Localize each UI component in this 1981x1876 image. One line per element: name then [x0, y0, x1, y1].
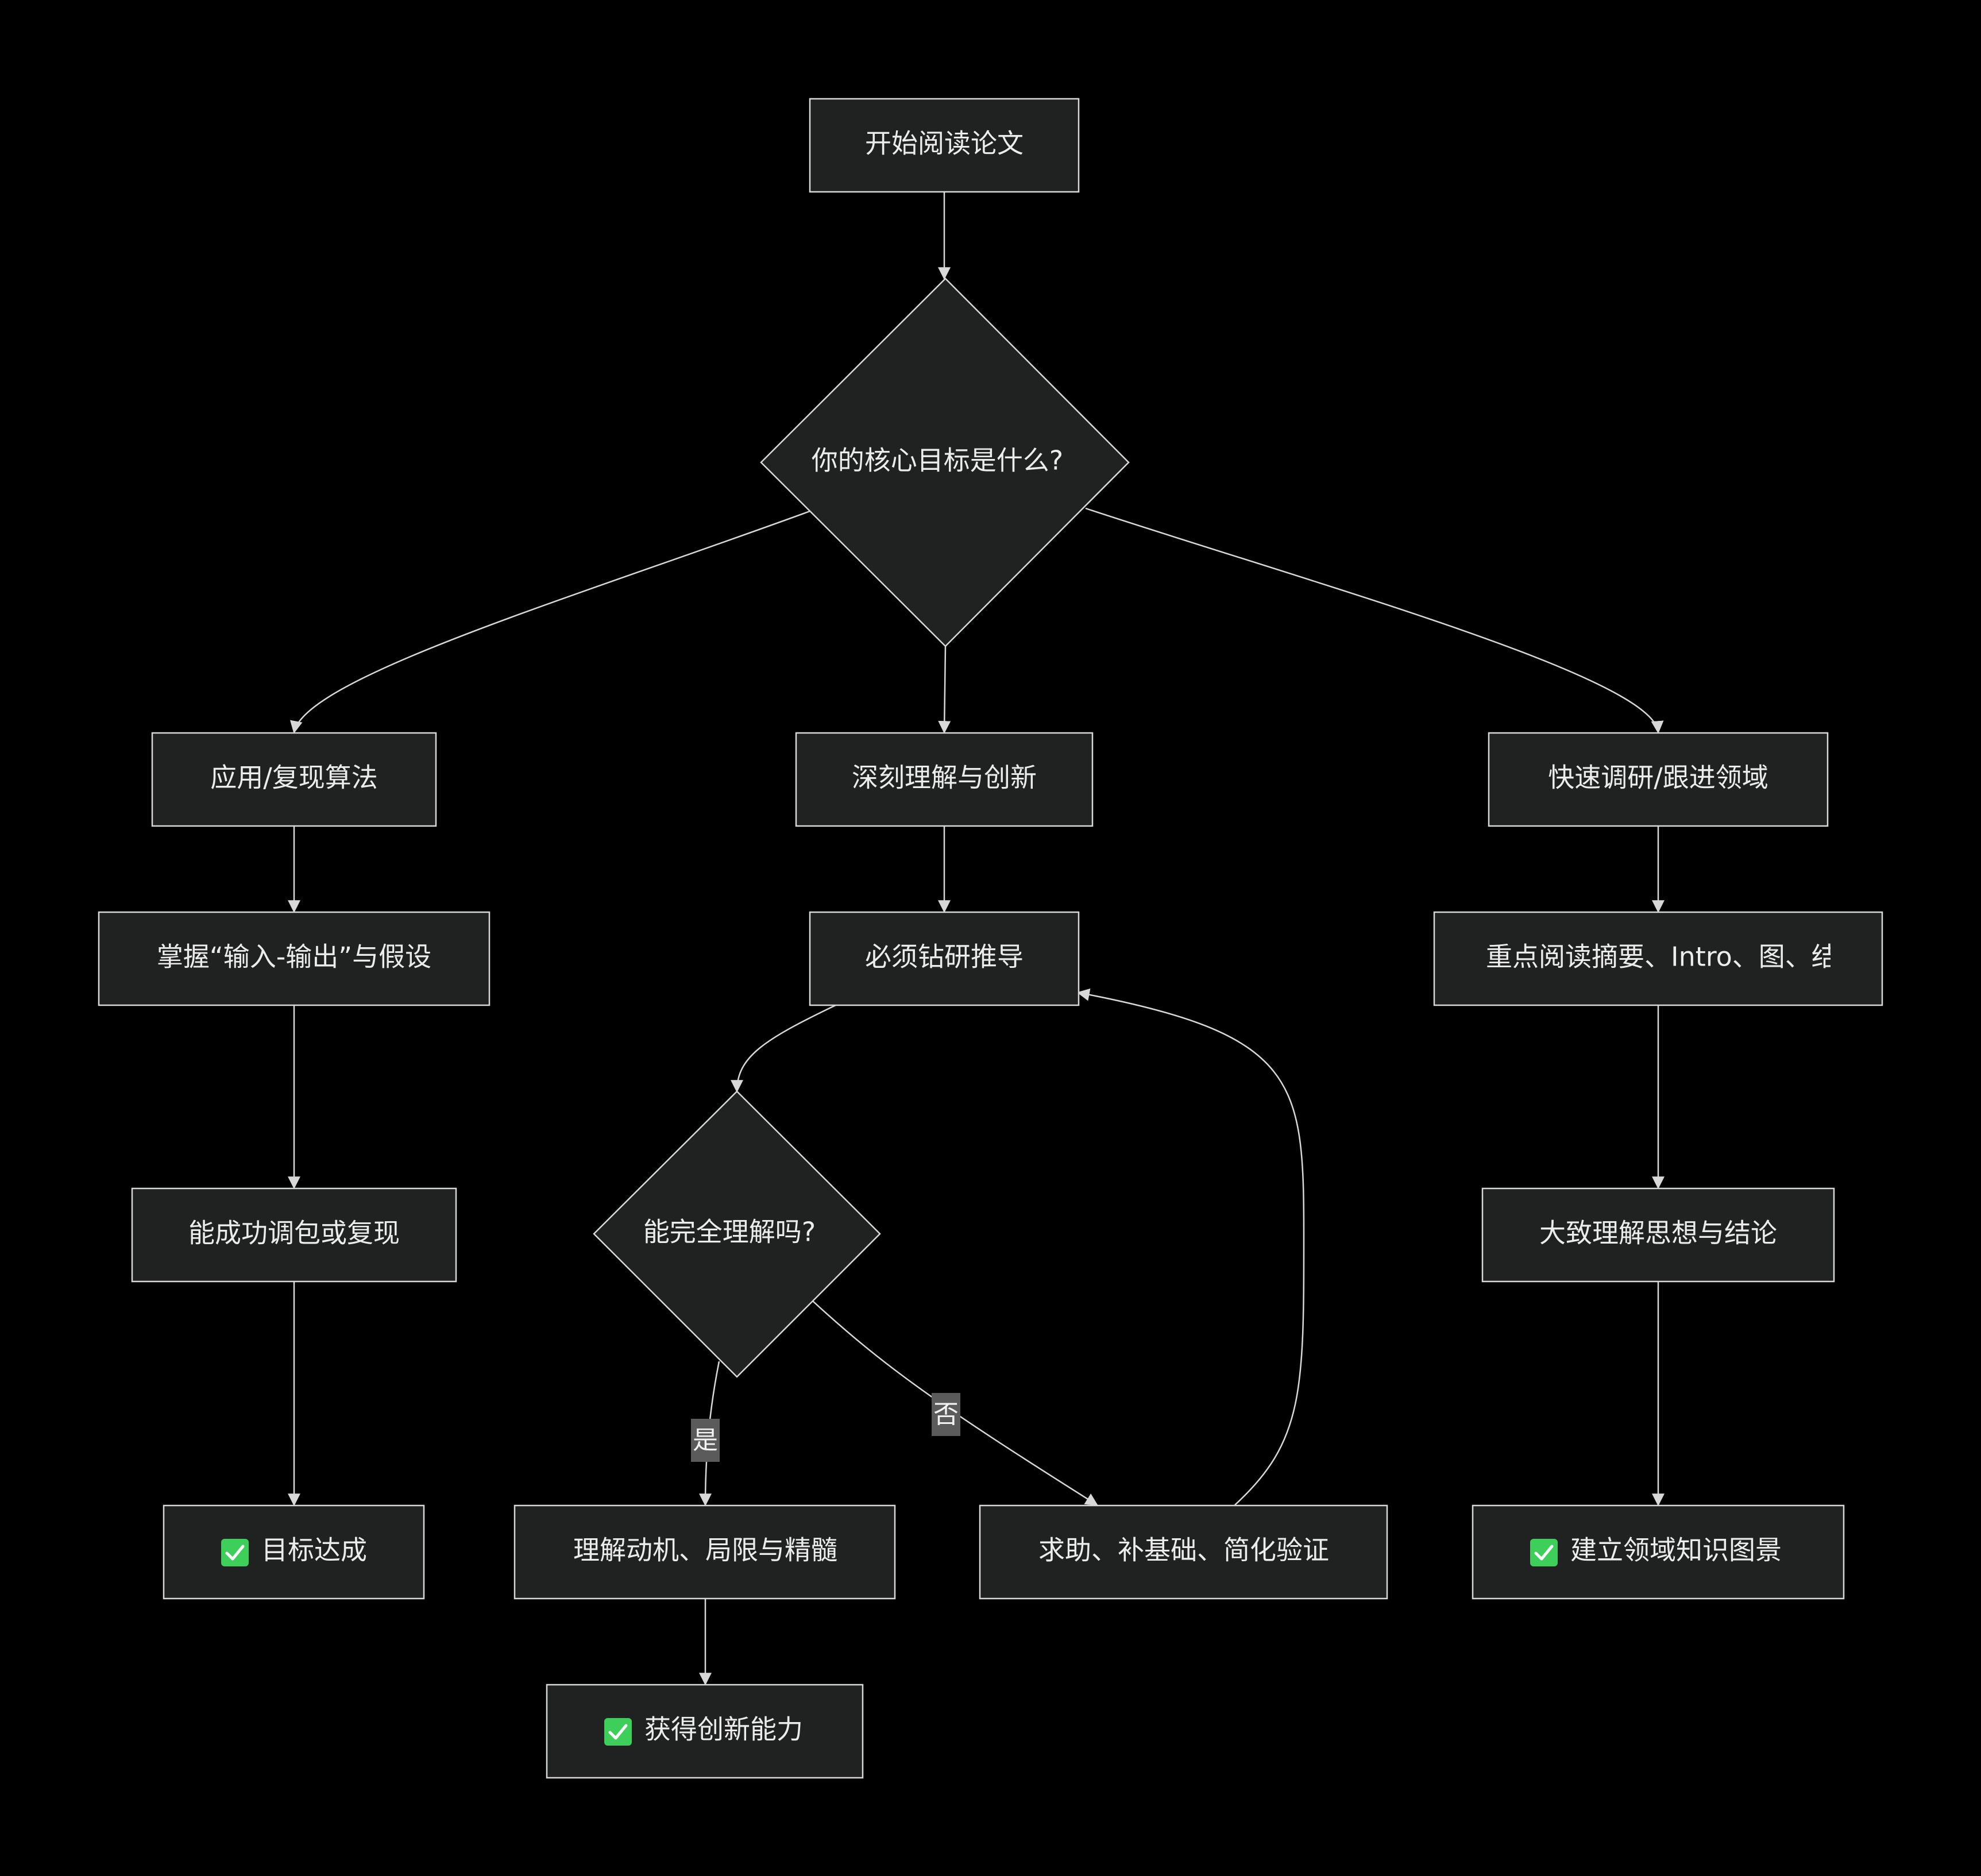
node-start-label: 开始阅读论文 [865, 128, 1024, 159]
node-io-label: 掌握“输入-输出”与假设 [157, 941, 431, 972]
node-derive-label: 必须钻研推导 [865, 941, 1024, 972]
node-goal-done-label: 目标达成 [261, 1535, 367, 1566]
node-start: 开始阅读论文 [809, 98, 1080, 193]
edge-label-yes: 是 [691, 1419, 720, 1462]
node-goal-question: 你的核心目标是什么? [760, 277, 1130, 647]
node-goal-question-label: 你的核心目标是什么? [812, 445, 1063, 476]
node-help-label: 求助、补基础、简化验证 [1038, 1535, 1329, 1566]
edges [288, 192, 1665, 1686]
node-motivation-label: 理解动机、局限与精髓 [573, 1535, 837, 1566]
node-read-key-label: 重点阅读摘要、Intro、图、结 [1486, 941, 1838, 972]
edge-goal-to-survey [1085, 507, 1664, 734]
node-innovation-label: 获得创新能力 [644, 1714, 803, 1745]
edge-understand-no-to-help [812, 1300, 1098, 1506]
node-rough: 大致理解思想与结论 [1481, 1187, 1835, 1283]
node-read-key: 重点阅读摘要、Intro、图、结 [1433, 911, 1883, 1006]
edge-goal-to-deep [938, 646, 951, 734]
node-survey: 快速调研/跟进领域 [1488, 732, 1829, 827]
node-motivation: 理解动机、局限与精髓 [513, 1504, 896, 1600]
node-read-key-clip: 重点阅读摘要、Intro、图、结 [1486, 941, 1838, 972]
edge-help-back-to-derive [1076, 988, 1305, 1506]
check-mark-icon [604, 1718, 632, 1746]
node-deep: 深刻理解与创新 [795, 732, 1094, 827]
node-knowledge-map-label: 建立领域知识图景 [1570, 1535, 1782, 1566]
check-mark-icon [1530, 1539, 1558, 1566]
edge-derive-to-understand [731, 1004, 836, 1093]
node-rough-label: 大致理解思想与结论 [1539, 1218, 1777, 1249]
node-can-run: 能成功调包或复现 [131, 1187, 457, 1283]
node-innovation: 获得创新能力 [546, 1684, 864, 1779]
edge-label-no-text: 否 [933, 1400, 959, 1429]
node-understand-question-label: 能完全理解吗? [643, 1217, 816, 1248]
node-deep-label: 深刻理解与创新 [852, 762, 1037, 793]
node-apply: 应用/复现算法 [151, 732, 437, 827]
node-can-run-label: 能成功调包或复现 [188, 1218, 400, 1249]
node-apply-label: 应用/复现算法 [210, 762, 378, 793]
edge-goal-to-apply [289, 510, 810, 734]
check-mark-icon [221, 1539, 249, 1566]
node-goal-done: 目标达成 [163, 1504, 425, 1600]
node-derive: 必须钻研推导 [809, 911, 1080, 1006]
node-survey-label: 快速调研/跟进领域 [1548, 762, 1768, 793]
node-understand-question: 能完全理解吗? [593, 1090, 881, 1378]
node-knowledge-map: 建立领域知识图景 [1472, 1504, 1845, 1600]
node-help: 求助、补基础、简化验证 [979, 1504, 1388, 1600]
node-io: 掌握“输入-输出”与假设 [98, 911, 491, 1006]
edge-label-yes-text: 是 [693, 1426, 718, 1455]
edge-label-no: 否 [932, 1393, 960, 1436]
